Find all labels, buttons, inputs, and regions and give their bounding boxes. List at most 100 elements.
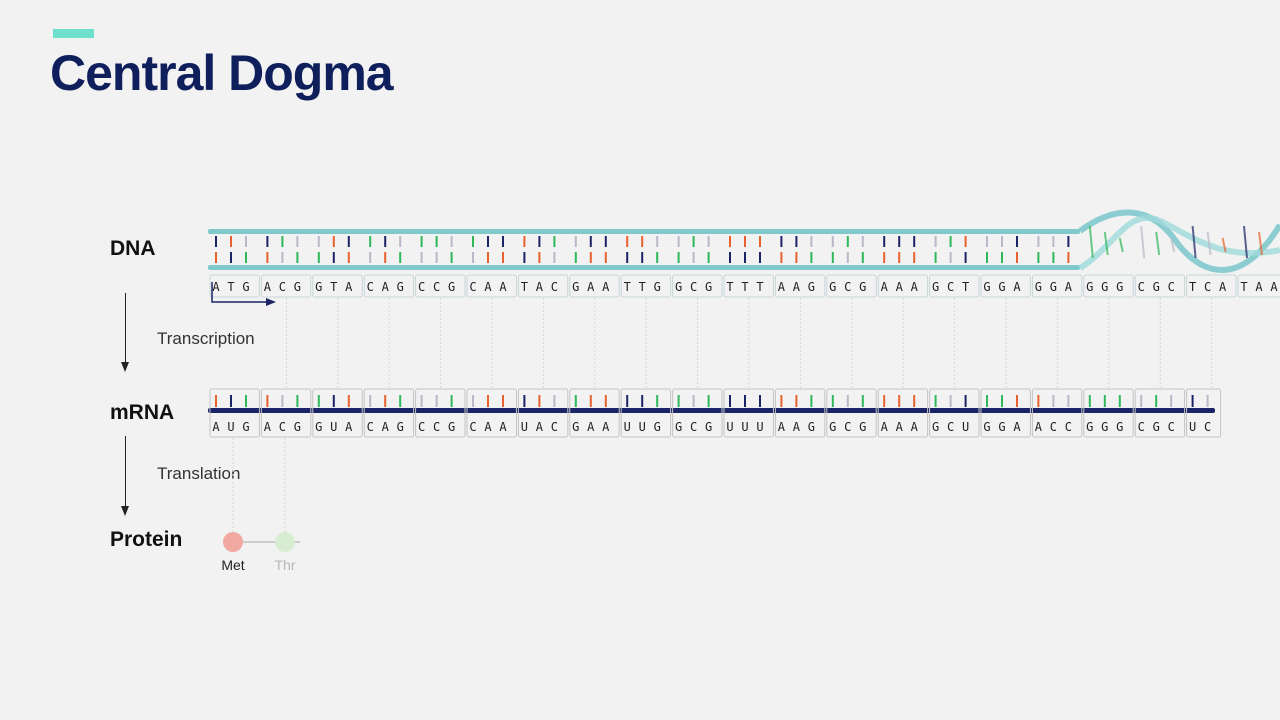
protein-chain [223,532,300,552]
mrna-codon-box [363,388,415,438]
mrna-nucleotide: G [397,420,404,434]
amino-acid-met [223,532,243,552]
dna-nucleotide: G [1086,280,1093,294]
dna-nucleotide: C [1168,280,1175,294]
mrna-nucleotide: U [227,420,234,434]
mrna-nucleotide: C [844,420,851,434]
dna-codon-box [1134,274,1186,298]
mrna-nucleotide: A [536,420,544,434]
amino-acid-thr [275,532,295,552]
mrna-nucleotide: A [793,420,801,434]
dna-nucleotide: A [911,280,919,294]
dna-nucleotide: T [741,280,748,294]
mrna-nucleotide: G [315,420,322,434]
dna-nucleotide: C [947,280,954,294]
mrna-nucleotide: A [881,420,889,434]
dna-label: DNA [110,237,156,260]
dna-nucleotide: G [1101,280,1108,294]
dna-nucleotide: T [639,280,646,294]
protein-label: Protein [110,528,183,551]
mrna-nucleotide: C [418,420,425,434]
mrna-nucleotide: C [469,420,476,434]
dna-nucleotide: A [1013,280,1021,294]
mrna-codon-box [723,388,774,438]
dna-nucleotide: G [572,280,579,294]
dna-helix-strand-1 [1078,209,1280,273]
dna-codon-box [774,274,826,298]
dna-helix-base [1140,225,1146,259]
dna-helix-base [1243,225,1248,259]
mrna-codon-box [1083,388,1134,438]
dna-nucleotide: T [962,280,969,294]
mrna-nucleotide: G [1153,420,1160,434]
dna-nucleotide: G [315,280,322,294]
dna-codon-box [929,274,980,298]
dna-nucleotide: A [896,280,904,294]
dna-top-backbone [208,229,1080,234]
dna-helix-base [1206,231,1212,256]
dna-helix-base [1155,231,1161,256]
dna-nucleotide: A [587,280,595,294]
mrna-codon-box [260,388,312,438]
mrna-nucleotide: C [367,420,374,434]
mrna-nucleotide: C [551,420,558,434]
dna-nucleotide: A [536,280,544,294]
dna-helix-base [1170,237,1176,253]
dna-codon-box [620,274,672,298]
dna-codon-box [569,274,620,298]
mrna-nucleotide: G [1101,420,1108,434]
mrna-nucleotide: U [1189,420,1196,434]
dna-nucleotide: A [484,280,492,294]
dna-nucleotide: G [705,280,712,294]
mrna-nucleotide: A [587,420,595,434]
mrna-nucleotide: C [279,420,286,434]
dna-nucleotide: G [294,280,301,294]
mrna-nucleotide: U [624,420,631,434]
dna-nucleotide: T [624,280,631,294]
mrna-codon-box [466,388,517,438]
dna-nucleotide: A [345,280,353,294]
dna-nucleotide: A [793,280,801,294]
start-arrow [211,282,268,303]
mrna-backbone [208,408,1215,413]
dna-nucleotide: G [808,280,815,294]
mrna-nucleotide: A [499,420,507,434]
dna-nucleotide: C [279,280,286,294]
transcription-label: Transcription [157,329,255,348]
mrna-nucleotide: C [1168,420,1175,434]
dna-codon-box [312,274,363,298]
dna-nucleotide: G [983,280,990,294]
title-accent-bar [53,29,94,38]
mrna-codon-box [929,388,980,438]
dna-codon-box [980,274,1031,298]
mrna-codon-box [980,388,1031,438]
mrna-codon-box [517,388,569,438]
dna-nucleotide: G [1035,280,1042,294]
dna-nucleotide: A [212,280,220,294]
dna-nucleotide: G [1153,280,1160,294]
mrna-nucleotide: G [448,420,455,434]
mrna-nucleotide: G [1116,420,1123,434]
amino-acid-label: Met [221,557,245,573]
mrna-codon-box [620,388,672,438]
mrna-codon-box [415,388,466,438]
dna-codon-box [260,274,312,298]
mrna-nucleotide: G [654,420,661,434]
dna-helix-base [1191,225,1197,259]
mrna-nucleotide: G [829,420,836,434]
mrna-nucleotide: G [1086,420,1093,434]
dna-helix-base [1118,237,1124,253]
dna-nucleotide: T [330,280,337,294]
guide-lines [232,298,1213,532]
mrna-nucleotide: C [1050,420,1057,434]
mrna-codon-box [312,388,363,438]
mrna-nucleotide: G [808,420,815,434]
mrna-nucleotide: U [962,420,969,434]
mrna-codon-box [826,388,877,438]
mrna-nucleotide: U [521,420,528,434]
mrna-nucleotide: A [911,420,919,434]
dna-nucleotide: C [1204,280,1211,294]
dna-codon-box [363,274,415,298]
